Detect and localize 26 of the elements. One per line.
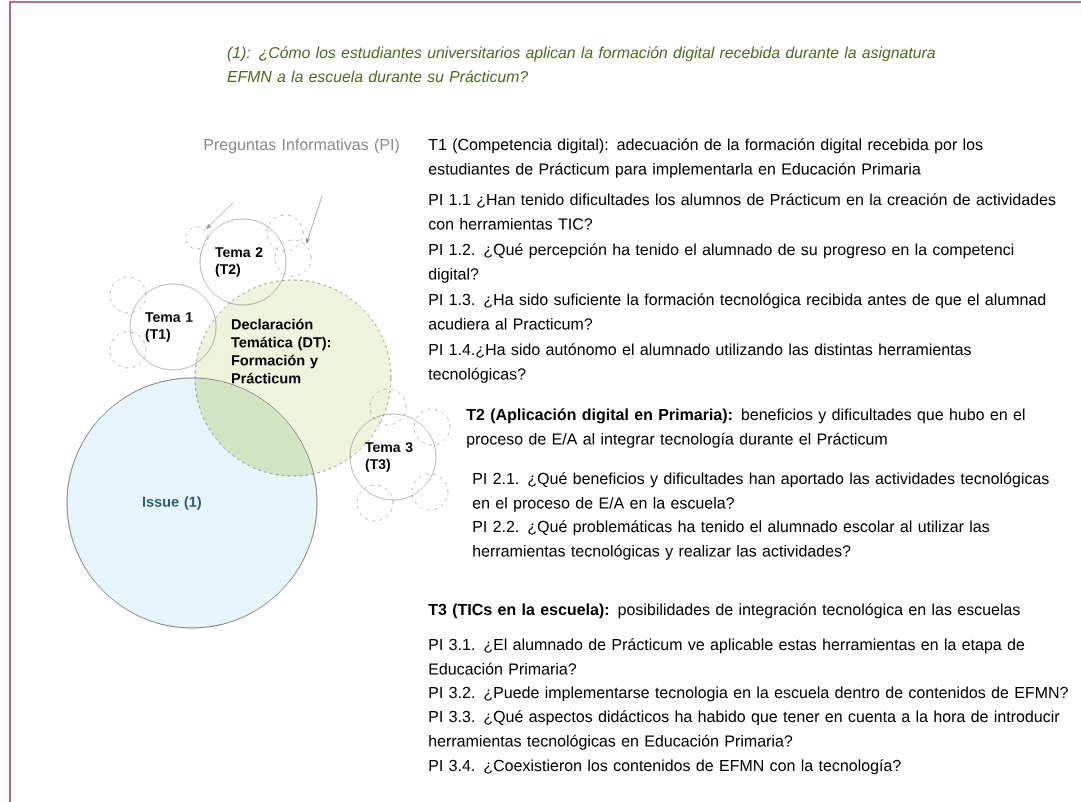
question-text: PI 1.1 ¿Han tenido dificultades los alumnos de Prácticum en la creación de actividades con herramientas TIC?	[428, 193, 1056, 230]
question-circle	[274, 239, 312, 277]
question-text: PI 2.2. ¿Qué problemáticas ha tenido el alumnado escolar al utilizar las herramientas tecnológicas y realizar las actividades?	[473, 520, 990, 560]
question-text: PI 3.3. ¿Qué aspectos didácticos ha habido que tener en cuenta a la hora de introducir herramientas tecnológicas en Educación Primaria?	[429, 710, 1060, 750]
question-text: T1 (Competencia digital): adecuación de la formación digital recebida por los estudiantes de Prácticum para implementarla en Educación Primaria	[428, 138, 983, 178]
question-text: PI 1.3. ¿Ha sido suficiente la formación tecnológica recibida antes de que el alumnad acudiera al Practicum?	[428, 293, 1046, 330]
question-text: PI 1.2. ¿Qué percepción ha tenido el alumnado de su progreso en la competenci digital?	[428, 243, 1014, 283]
question-circle	[109, 331, 147, 369]
theme-text: T3 (TICs en la escuela): posibilidades de integración tecnológica en las escuelas	[428, 603, 1020, 619]
arrow	[206, 202, 234, 229]
question-text: PI 3.2. ¿Puede implementarse tecnologia en la escuela dentro de contenidos de EFMN?	[429, 686, 1068, 702]
question-circle	[356, 484, 394, 522]
title: (1): ¿Cómo los estudiantes universitarios aplican la formación digital recebida durante la asignatura EFMN a la escuela durante su Prácticum?	[227, 46, 936, 83]
question-circle	[413, 408, 451, 446]
arrow	[306, 195, 323, 244]
question-text: PI 2.1. ¿Qué beneficios y dificultades han aportado las actividades tecnológicas en el proceso de E/A en la escuela?	[472, 472, 1049, 512]
question-circle	[369, 388, 407, 426]
question-circle	[109, 276, 147, 314]
question-circle	[185, 226, 209, 250]
question-text: PI 1.4.¿Ha sido autónomo el alumnado utilizando las distintas herramientas tecnológicas?	[428, 343, 971, 383]
question-circle	[266, 214, 304, 252]
theme-text: T2 (Aplicación digital en Primaria): beneficios y dificultades que hubo en el proceso de E/A al integrar tecnología durante el Prácticum	[466, 408, 1025, 448]
question-circle	[411, 473, 449, 511]
question-text: PI 3.4. ¿Coexistieron los contenidos de EFMN con la tecnología?	[429, 759, 901, 775]
side-heading: Preguntas Informativas (PI)	[204, 138, 399, 154]
question-text: PI 3.1. ¿El alumnado de Prácticum ve aplicable estas herramientas en la etapa de Educación Primaria?	[429, 638, 1025, 675]
